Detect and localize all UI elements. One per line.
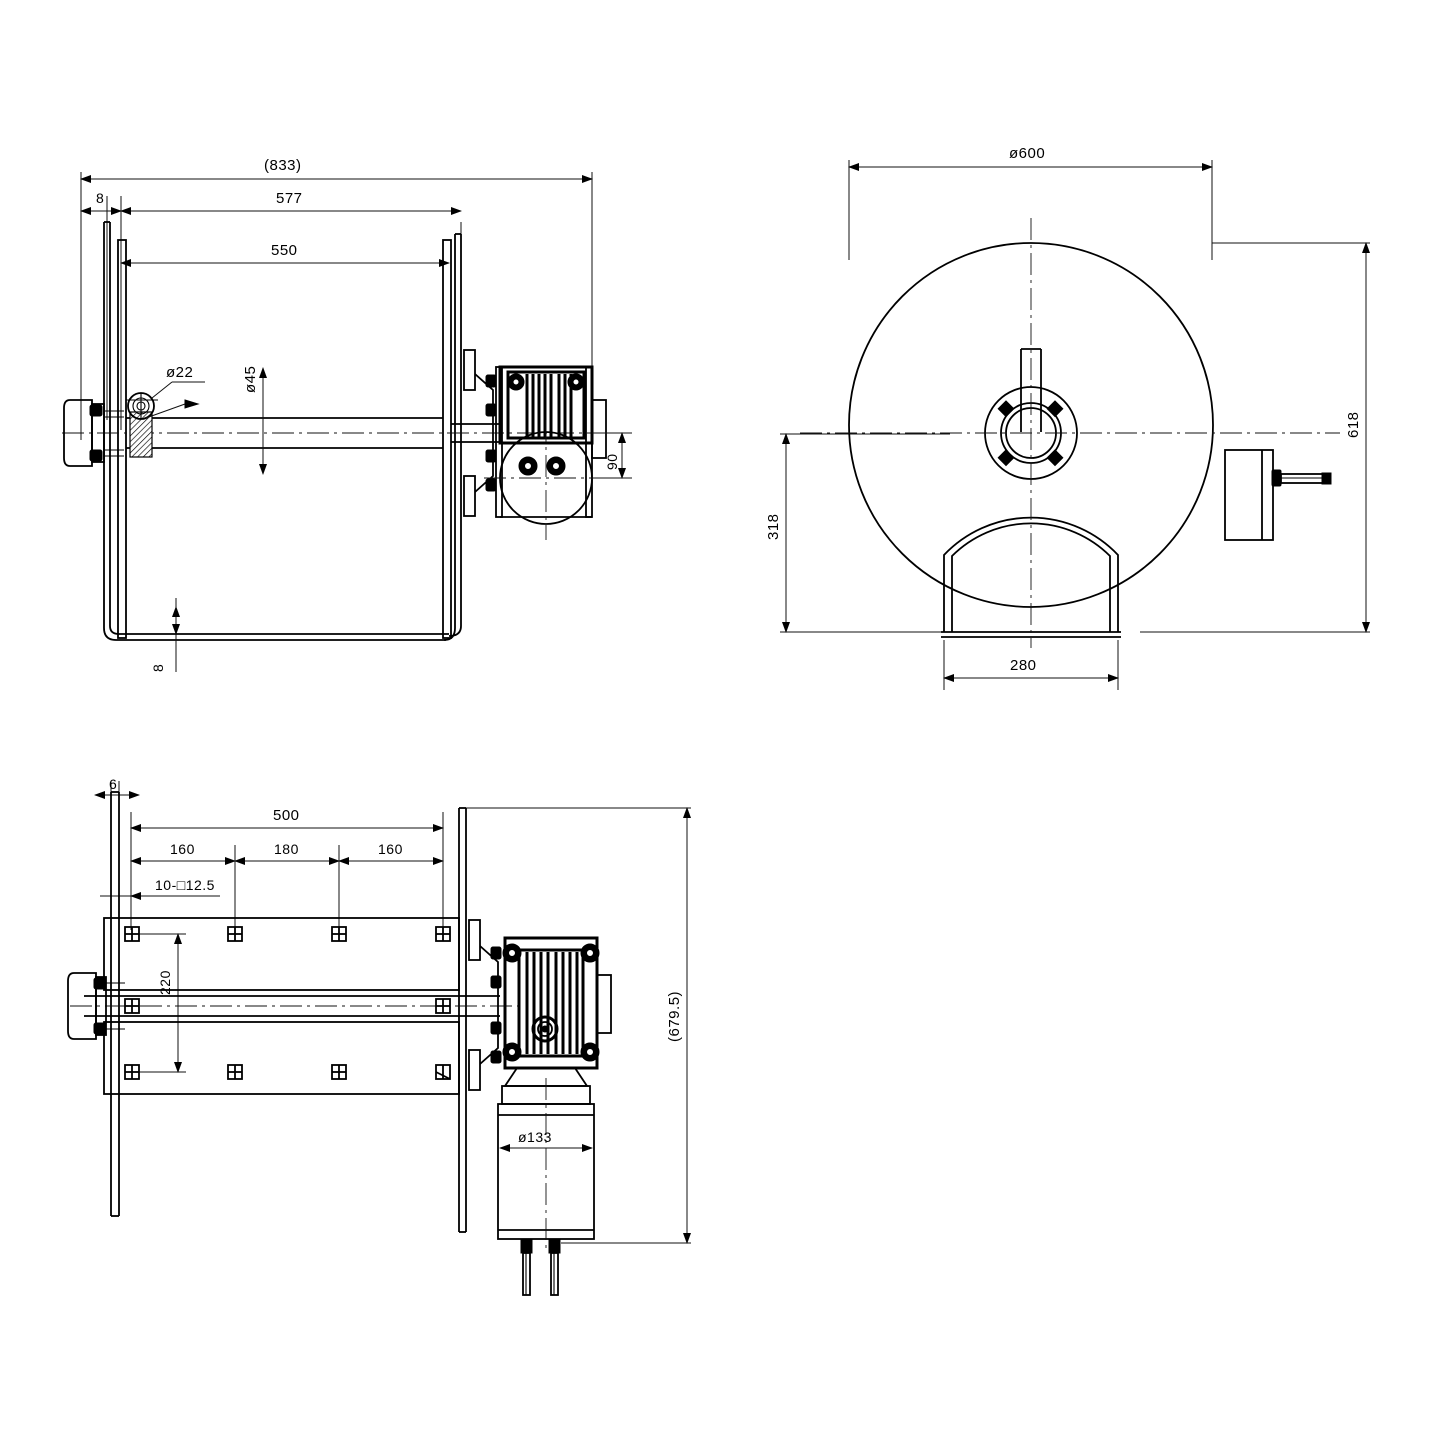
view-end-elevation: ø600 618 318 280 — [765, 145, 1370, 690]
dim-label-overall-833: (833) — [264, 157, 302, 174]
hole — [435, 1064, 451, 1080]
view-plan: 6 500 160 180 160 10-□12.5 220 — [67, 776, 691, 1296]
hole — [227, 926, 243, 942]
dim-label-plate-8: 8 — [96, 190, 104, 206]
dim-label-phi133: ø133 — [518, 1129, 552, 1145]
dim-overall-679: (679.5) — [666, 807, 691, 1244]
plan-shaft — [84, 995, 500, 1017]
front-drum-barrel — [126, 417, 443, 449]
dim-label-180: 180 — [274, 841, 299, 857]
hole — [124, 1064, 140, 1080]
plan-gearbox-fins — [525, 952, 579, 1054]
dim-label-220: 220 — [157, 970, 173, 995]
end-keyway-slot — [1020, 348, 1042, 432]
front-drum-left-flange — [117, 239, 127, 639]
hole — [331, 1064, 347, 1080]
front-left-bearing-housing — [63, 399, 124, 467]
hole — [124, 926, 140, 942]
end-motor-shaft — [1271, 469, 1332, 487]
dim-motor-offset-90: 90 — [592, 432, 632, 479]
end-ext-lines — [780, 160, 1370, 690]
front-motor-flange — [484, 420, 612, 540]
hole — [435, 926, 451, 942]
dim-plate-6: 6 — [94, 776, 140, 799]
plan-left-bearing-housing — [67, 972, 125, 1040]
dim-flange-phi600: ø600 — [848, 145, 1213, 171]
dim-label-hole-callout: 10-□12.5 — [155, 877, 215, 893]
dim-center-318: 318 — [765, 433, 790, 633]
dim-frame-577: 577 — [120, 190, 462, 215]
dim-label-618: 618 — [1345, 411, 1362, 438]
dim-label-phi45: ø45 — [242, 366, 259, 393]
plan-mounting-holes-mid — [124, 998, 451, 1014]
plan-drum-plates — [103, 917, 460, 1095]
end-pedestal — [941, 516, 1121, 638]
hole — [227, 1064, 243, 1080]
plan-motor-body — [497, 1078, 595, 1252]
dim-span-500: 500 — [130, 807, 444, 832]
dim-drum-550: 550 — [120, 242, 450, 267]
dim-motor-phi133: ø133 — [499, 1129, 593, 1152]
front-right-side-plate — [443, 233, 462, 641]
dim-row-220: 220 — [130, 933, 186, 1073]
dim-label-679-5: (679.5) — [666, 991, 683, 1042]
dim-base-280: 280 — [943, 657, 1119, 682]
dim-label-plate-6: 6 — [109, 776, 117, 792]
dim-height-618: 618 — [1345, 242, 1370, 633]
front-shaft — [451, 423, 500, 443]
dim-plate-8-bottom: 8 — [150, 598, 180, 672]
dim-label-90: 90 — [604, 453, 620, 470]
plan-gearbox-bracket — [468, 919, 502, 1091]
front-swivel-symbol — [126, 392, 158, 420]
front-bottom-rail — [118, 633, 449, 641]
dim-label-280: 280 — [1010, 657, 1037, 674]
front-drum-right-flange — [442, 239, 452, 639]
front-leader-phi22: ø22 — [145, 364, 205, 419]
hole — [331, 926, 347, 942]
dim-overall-833: (833) — [80, 157, 593, 183]
dim-label-500: 500 — [273, 807, 300, 824]
dim-label-frame-577: 577 — [276, 190, 303, 207]
plan-motor-leads — [520, 1238, 561, 1296]
plan-mounting-holes-bottom — [124, 1064, 451, 1080]
front-gearbox-fins — [525, 374, 573, 438]
front-left-side-plate — [103, 221, 120, 641]
dim-label-phi600: ø600 — [1009, 145, 1045, 162]
plan-mounting-holes-top — [124, 926, 451, 942]
front-gearbox-body — [495, 365, 607, 518]
end-motor-block — [1224, 449, 1274, 541]
dim-shaft-phi45: ø45 — [242, 366, 267, 475]
dim-label-160-b: 160 — [378, 841, 403, 857]
dim-label-plate-8-bottom: 8 — [150, 664, 166, 672]
dim-plate-8-left: 8 — [80, 190, 122, 215]
dim-label-160-a: 160 — [170, 841, 195, 857]
plan-gearbox-body — [502, 936, 612, 1070]
dim-hole-callout: 10-□12.5 — [100, 877, 220, 900]
dim-label-drum-550: 550 — [271, 242, 298, 259]
plan-left-end-plate — [110, 791, 120, 1217]
dim-label-phi22: ø22 — [166, 364, 193, 381]
hole — [124, 998, 140, 1014]
view-front-elevation: (833) 8 577 550 — [62, 157, 632, 672]
hole — [435, 998, 451, 1014]
dim-label-318: 318 — [765, 513, 782, 540]
plan-right-end-plate — [458, 807, 467, 1233]
dim-chain-holes: 160 180 160 — [130, 841, 444, 865]
